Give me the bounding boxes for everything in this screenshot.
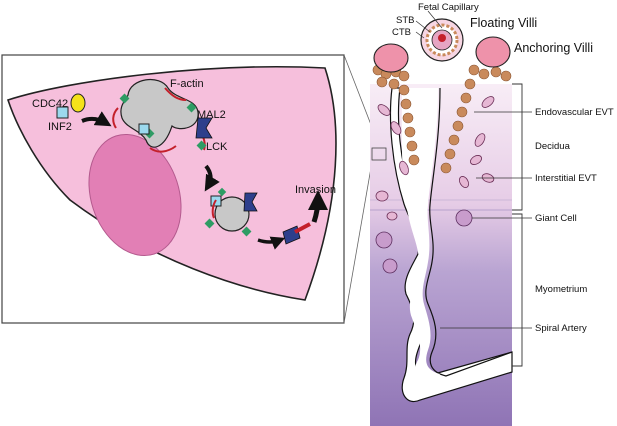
label-lck: LCK — [206, 141, 228, 153]
mal2-marker — [241, 226, 252, 237]
leader-line — [415, 20, 431, 33]
inset-panel: CDC42 INF2 F-actin MAL2 LCK Invasion — [1, 54, 345, 324]
cell-nucleus — [88, 133, 182, 257]
leader-line — [415, 31, 425, 39]
tissue-bracket — [512, 83, 523, 211]
label-cdc42: CDC42 — [32, 98, 68, 110]
anchoring-villus-left — [373, 43, 409, 73]
label-fetal-capillary: Fetal Capillary — [418, 2, 479, 13]
arrow-inf2-to-complex — [81, 111, 112, 127]
label-floating-villi: Floating Villi — [470, 16, 537, 30]
zoom-region-box — [371, 147, 387, 161]
inf2-protein — [138, 123, 150, 135]
label-anchoring-villi: Anchoring Villi — [514, 41, 593, 55]
fetal-capillary — [438, 34, 446, 42]
f-actin-filament — [211, 199, 217, 219]
arrow-to-small-vesicle — [204, 164, 220, 192]
mal2-marker — [196, 140, 207, 151]
spiral-artery-channel — [425, 87, 513, 377]
label-stb: STB — [396, 15, 414, 26]
lck-protein — [195, 117, 213, 139]
small-vesicle — [214, 196, 250, 232]
label-giant-cell: Giant Cell — [535, 213, 577, 224]
leader-line — [427, 10, 443, 29]
lck-protein — [243, 192, 258, 212]
label-inf2: INF2 — [48, 121, 72, 133]
label-decidua: Decidua — [535, 141, 571, 152]
mal2-marker — [204, 218, 215, 229]
arrow-to-membrane — [257, 236, 286, 250]
label-f-actin: F-actin — [170, 78, 204, 90]
f-actin-filament — [149, 145, 177, 153]
label-spiral-artery: Spiral Artery — [535, 323, 587, 334]
tissue-section: Fetal Capillary STB CTB Floating Villi A… — [370, 2, 614, 426]
anchoring-villus-right — [475, 36, 511, 68]
label-myometrium: Myometrium — [535, 284, 587, 295]
f-actin-filament — [112, 107, 119, 129]
invasion-arrow — [307, 190, 328, 223]
mal2-marker — [217, 187, 227, 197]
label-ctb: CTB — [392, 27, 411, 38]
f-actin-channel — [294, 222, 311, 234]
label-interstitial-evt: Interstitial EVT — [535, 173, 597, 184]
f-actin-filament — [164, 87, 187, 101]
label-endovascular-evt: Endovascular EVT — [535, 107, 614, 118]
mal2-marker — [119, 93, 130, 104]
label-invasion: Invasion — [295, 184, 336, 196]
floating-villus — [420, 18, 464, 62]
cytotrophoblast-column-left — [372, 64, 420, 166]
mal2-marker — [186, 102, 197, 113]
cytotrophoblast-column-right — [440, 64, 512, 174]
zoom-connector — [343, 161, 373, 324]
inf2-protein — [56, 106, 69, 119]
cdc42-protein — [70, 93, 86, 113]
endovascular-evt-cells — [377, 96, 495, 176]
interstitial-evt-cells — [375, 155, 495, 221]
tissue-bracket — [512, 213, 523, 367]
label-mal2: MAL2 — [197, 109, 226, 121]
giant-cells — [375, 209, 473, 274]
